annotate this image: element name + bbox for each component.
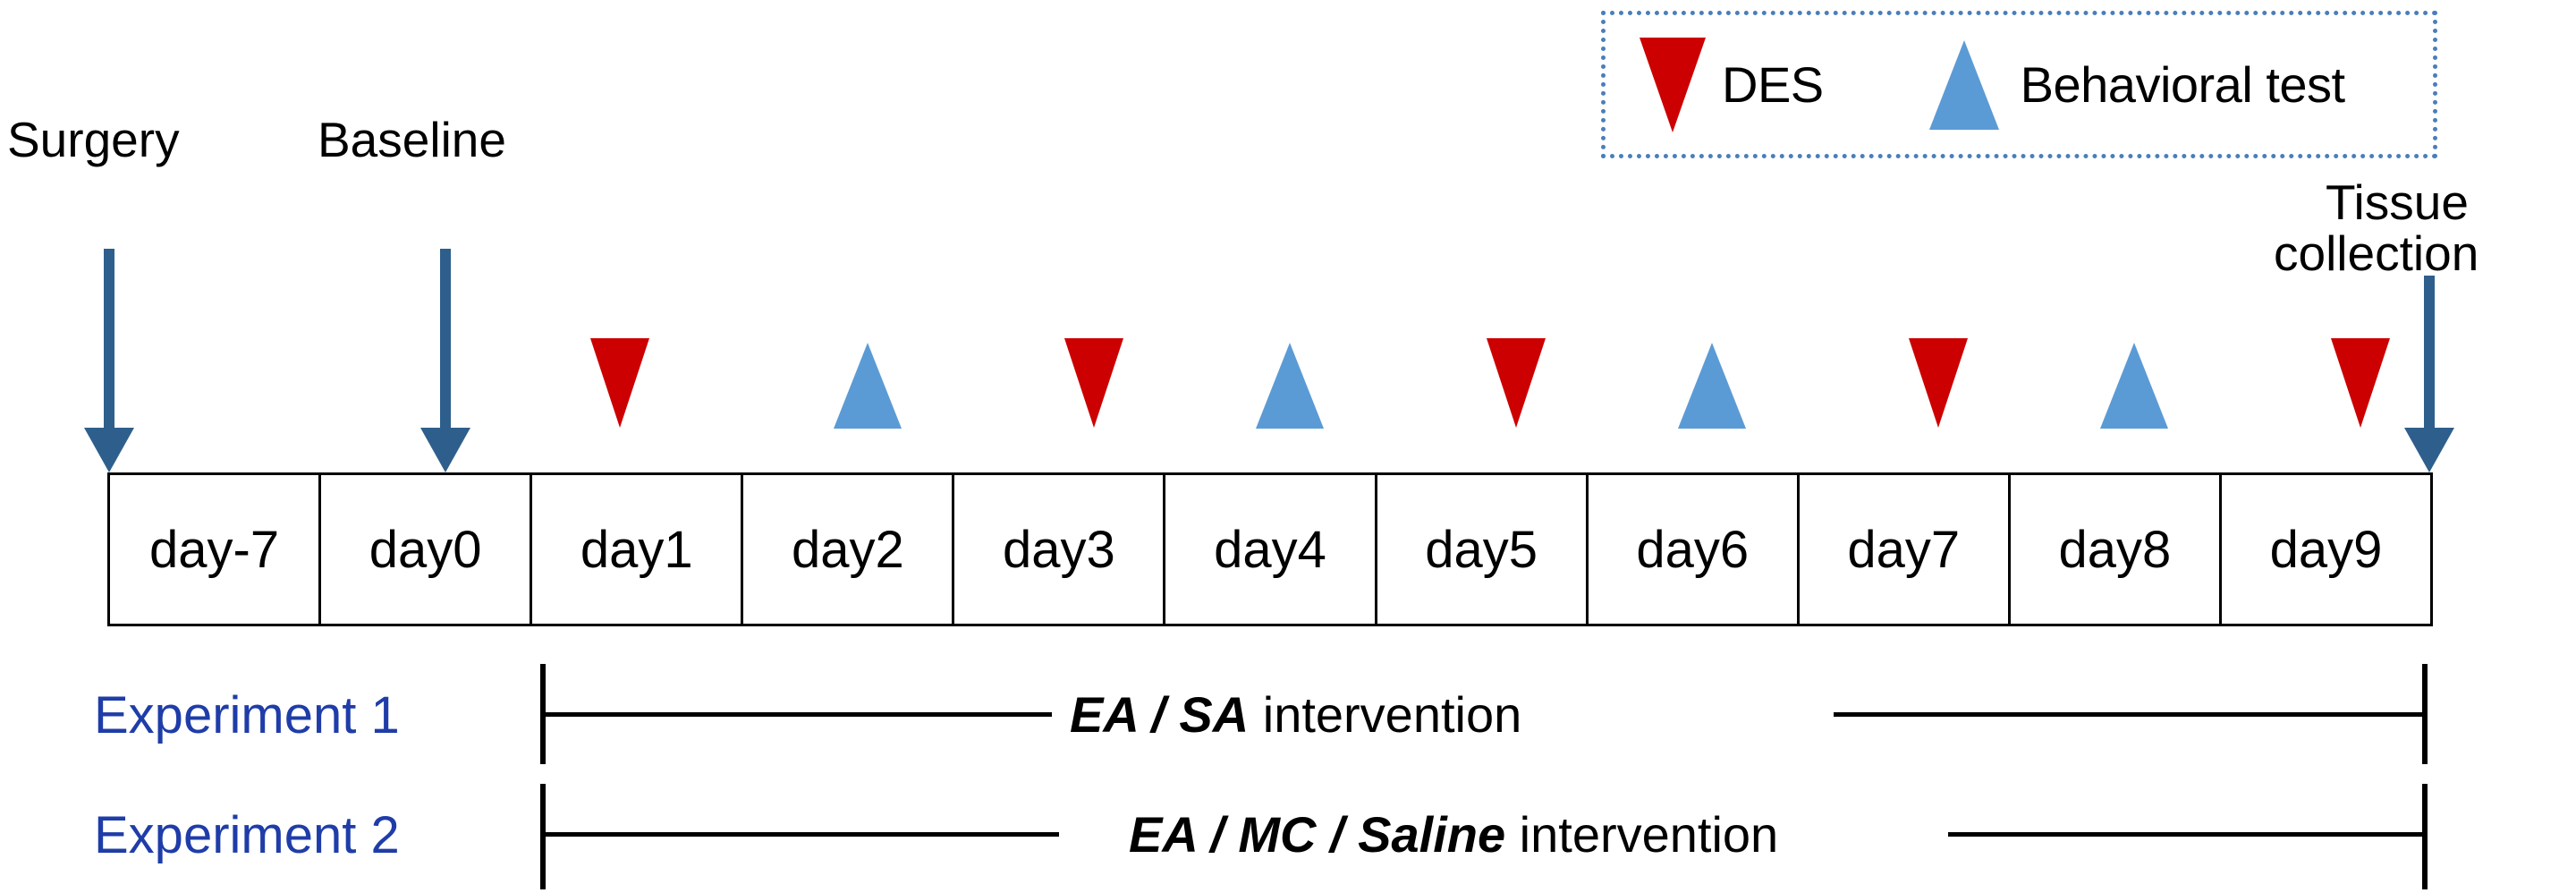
experiment-2-label: EA / MC / Saline intervention	[1129, 805, 1778, 863]
day-cell: day-7	[110, 475, 322, 624]
marker-behavioral-day6	[1678, 343, 1746, 429]
legend-box: DES Behavioral test	[1601, 11, 2437, 158]
day-cell: day8	[2011, 475, 2222, 624]
experiment-2-bracket-left	[540, 784, 546, 889]
day-cell: day9	[2269, 520, 2383, 579]
experiment-1-emphasis: EA / SA	[1070, 686, 1250, 743]
tissue-collection-line2: collection	[2274, 225, 2479, 281]
legend-item-des: DES	[1640, 37, 1824, 132]
experiment-2-line-left	[540, 832, 1059, 837]
day-cell: day2	[743, 475, 955, 624]
day-cell: day1	[532, 475, 744, 624]
experiment-1-name: Experiment 1	[94, 686, 400, 744]
marker-behavioral-day2	[834, 343, 902, 429]
marker-des-day9	[2331, 338, 2390, 428]
experiment-1-line-right	[1834, 712, 2427, 717]
event-label-tissue-collection: Tissue collection	[2274, 174, 2479, 278]
experiment-1-line-left	[540, 712, 1052, 717]
triangle-up-blue-icon	[1928, 39, 1999, 130]
day-cell: day4	[1165, 475, 1377, 624]
day-cell: day6	[1589, 475, 1800, 624]
marker-behavioral-day4	[1256, 343, 1324, 429]
experiment-2-name: Experiment 2	[94, 806, 400, 864]
marker-des-day7	[1909, 338, 1968, 428]
experiment-2-suffix: intervention	[1505, 806, 1779, 863]
legend-label-des: DES	[1722, 55, 1824, 113]
day-cell: day0	[321, 475, 533, 624]
experiment-2-emphasis: EA / MC / Saline	[1129, 806, 1506, 863]
experiment-2-bracket-right	[2422, 784, 2428, 889]
legend-item-behavioral-test: Behavioral test	[1928, 39, 2345, 130]
arrow-surgery	[84, 249, 134, 472]
marker-des-day1	[590, 338, 649, 428]
triangle-down-red-icon	[1640, 37, 1706, 132]
arrow-baseline	[420, 249, 470, 472]
day-cell: day5	[1377, 475, 1589, 624]
day-cell: day7	[1800, 475, 2011, 624]
event-label-surgery: Surgery	[7, 112, 180, 167]
marker-des-day3	[1064, 338, 1123, 428]
tissue-collection-line1: Tissue	[2326, 174, 2469, 230]
experiment-1-label: EA / SA intervention	[1070, 685, 1521, 744]
legend-label-behavioral-test: Behavioral test	[2020, 55, 2345, 113]
day-cell: day3	[954, 475, 1166, 624]
marker-des-day5	[1487, 338, 1546, 428]
event-label-baseline: Baseline	[318, 112, 506, 167]
experiment-2-line-right	[1948, 832, 2427, 837]
arrow-tissue-collection	[2404, 276, 2454, 472]
timeline-day-table: day-7 day0 day1 day2 day3 day4 day5 day6…	[107, 472, 2433, 626]
experiment-1-bracket-right	[2422, 664, 2428, 764]
experiment-1-suffix: intervention	[1249, 686, 1522, 743]
marker-behavioral-day8	[2100, 343, 2168, 429]
